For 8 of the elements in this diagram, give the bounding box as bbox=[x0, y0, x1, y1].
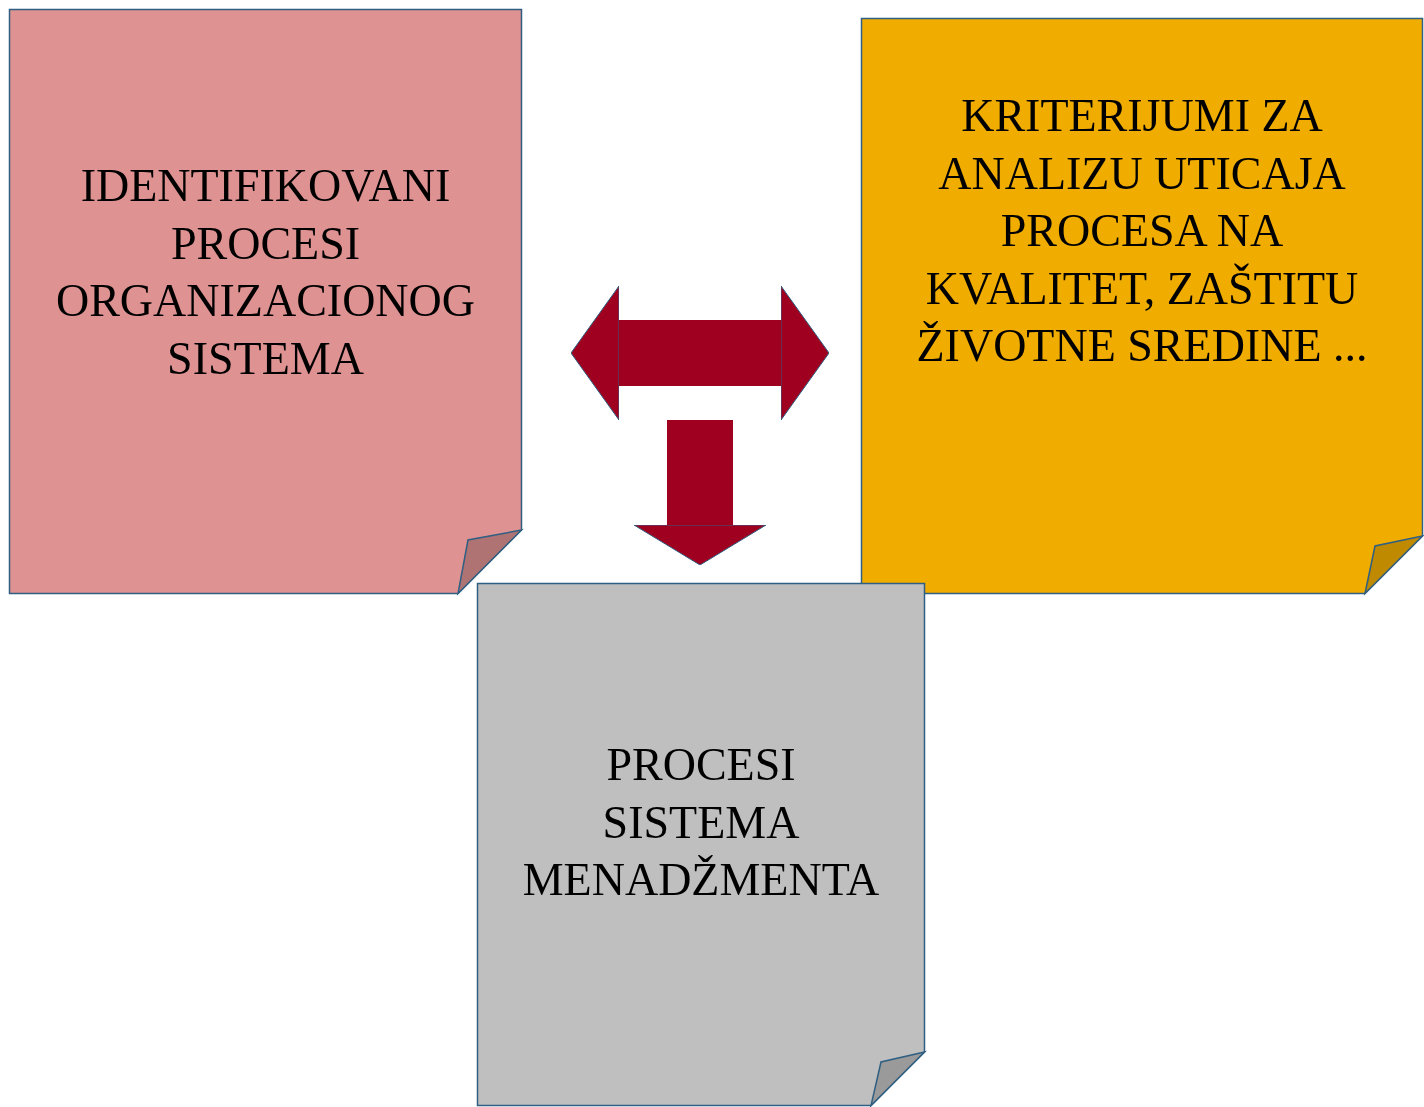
note-card bbox=[861, 18, 1423, 594]
block-arrow bbox=[633, 420, 767, 566]
note-card bbox=[9, 9, 522, 594]
note-card bbox=[477, 583, 925, 1107]
block-arrow bbox=[570, 285, 830, 421]
note-text: IDENTIFIKOVANI PROCESI ORGANIZACIONOG SISTEMA bbox=[54, 159, 477, 386]
note-text: KRITERIJUMI ZA ANALIZU UTICAJA PROCESA NA KVALITET, ZAŠTITU ŽIVOTNE SREDINE ... bbox=[915, 89, 1369, 373]
note-text: PROCESI SISTEMA MENADŽMENTA bbox=[521, 738, 881, 907]
